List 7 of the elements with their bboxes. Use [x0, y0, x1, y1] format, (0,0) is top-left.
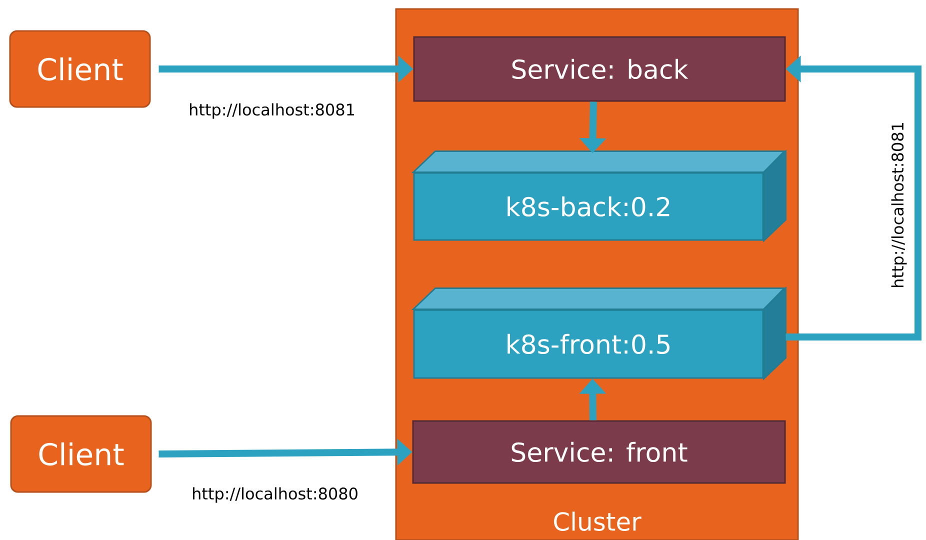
edge-label: http://localhost:8081 [186, 101, 358, 121]
client-box: Client [9, 30, 151, 108]
service-box: Service: back [413, 36, 786, 102]
service-box: Service: front [412, 420, 786, 484]
edge-label: http://localhost:8081 [889, 120, 909, 290]
client-box: Client [10, 415, 152, 493]
edge-label: http://localhost:8080 [190, 485, 360, 505]
